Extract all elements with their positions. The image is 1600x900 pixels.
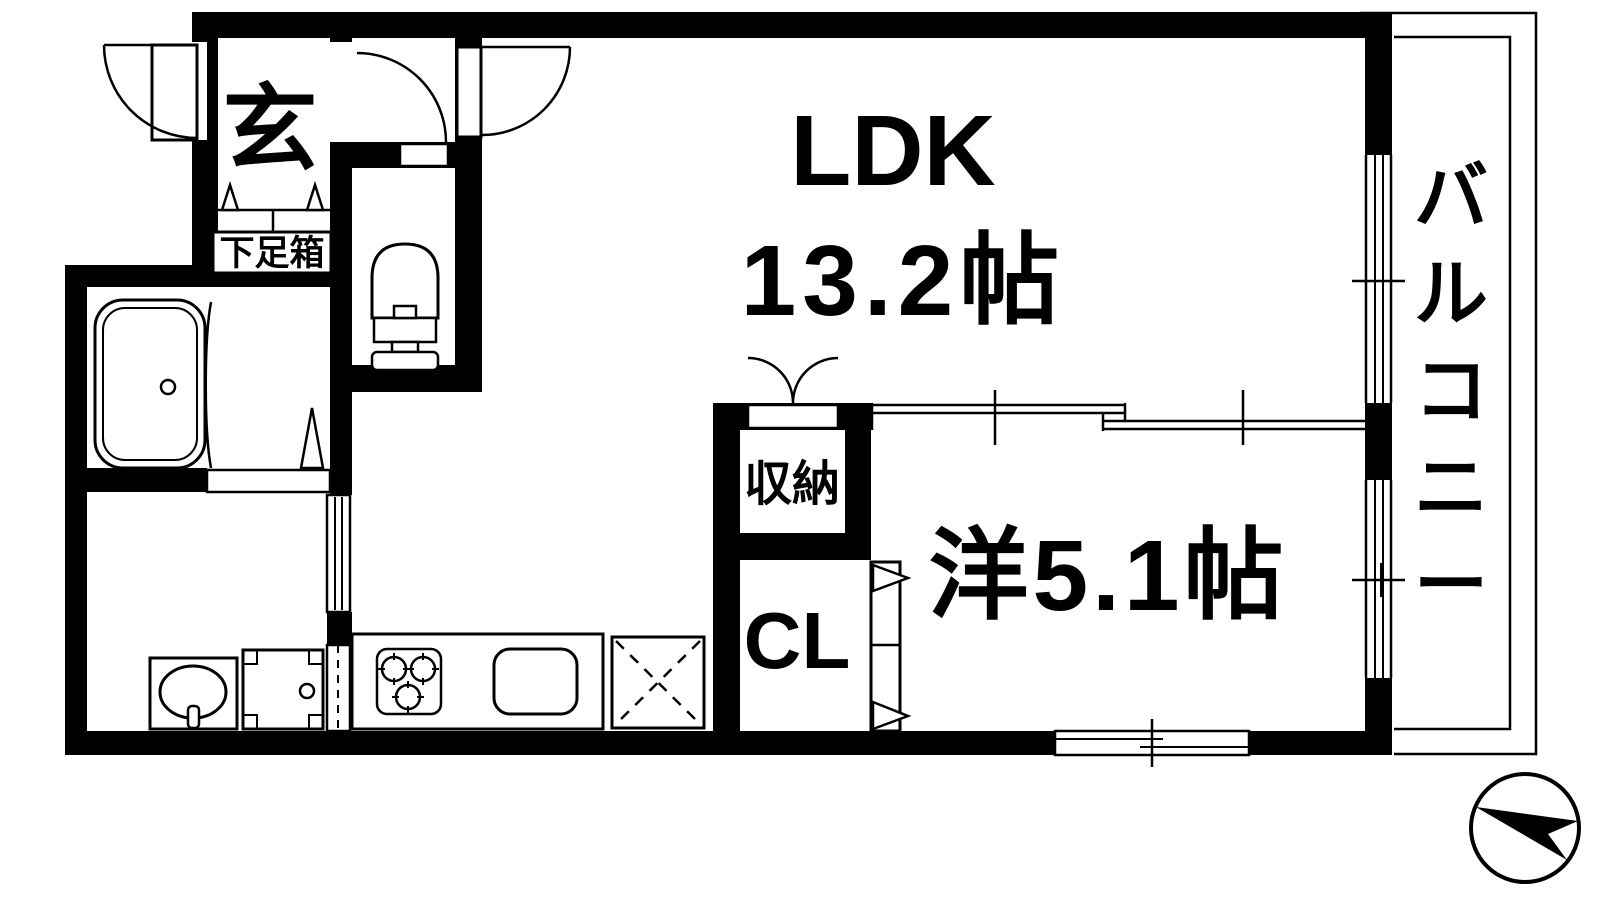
entrance-door-arc: [102, 43, 198, 140]
entrance-label: 玄: [222, 77, 317, 183]
balcony-label: バ ル コ ニ ー: [1414, 155, 1488, 626]
wall-top: [192, 12, 1392, 38]
stove: [375, 647, 443, 716]
bath-door: [205, 468, 332, 494]
hall-door-arc: [356, 51, 448, 143]
bathtub: [93, 298, 325, 470]
windows: [1053, 155, 1405, 767]
stove-burners: [378, 653, 439, 713]
doors: [102, 43, 1365, 733]
ldk-label: LDK: [790, 95, 996, 207]
wall-bath-bottom: [65, 468, 207, 492]
labels: 玄 下足箱 LDK 13.2帖 収納 CL 洋5.1帖 バ ル コ ニ ー: [219, 77, 1488, 685]
wall-right-mid: [1365, 403, 1392, 480]
ldk-door-leaf: [455, 45, 483, 139]
storage-label: 収納: [744, 458, 840, 511]
toilet-door: [398, 142, 450, 168]
wall-left: [65, 265, 87, 755]
step-triangle: [220, 180, 240, 212]
bath-fold-line: [204, 301, 213, 469]
sliding-partition: [325, 643, 352, 733]
balcony-outer-rail: [1360, 11, 1538, 756]
washroom-door: [325, 493, 352, 614]
hall-door-gap: [330, 42, 352, 142]
ldk-window: [1352, 155, 1405, 403]
storage-double-door-arcs: [747, 356, 839, 404]
western-room-label: 洋5.1帖: [928, 520, 1287, 632]
north-arrow: [1469, 772, 1581, 884]
wall-bottom-left: [65, 731, 1055, 755]
fixtures: [93, 242, 1581, 884]
bottom-window: [1053, 719, 1251, 767]
kitchen-sink: [492, 647, 579, 716]
wall-partition-block: [327, 612, 352, 645]
balcony-char: ル: [1414, 252, 1488, 335]
washbasin: [148, 656, 239, 731]
storage-door-frame: [746, 403, 840, 430]
ldk-western-sliding-door: [870, 390, 1365, 445]
balcony-char: ニ: [1414, 446, 1488, 529]
wall-right-upper: [1365, 38, 1392, 155]
entrance-door-leaf: [150, 43, 199, 142]
wall-storage-closet-divider: [713, 533, 871, 560]
wall-storage-right: [845, 403, 871, 560]
closet-label: CL: [744, 596, 851, 685]
ldk-door-arc: [481, 45, 572, 137]
wall-bottom-right: [1249, 731, 1392, 755]
ldk-size-label: 13.2帖: [741, 225, 1066, 337]
balcony-outline: [1360, 11, 1538, 756]
step-triangle: [305, 180, 325, 212]
refrigerator-space: [610, 635, 706, 730]
balcony-char: ー: [1414, 543, 1488, 626]
balcony-char: バ: [1414, 155, 1488, 238]
closet-door-arrow-bottom: [871, 700, 912, 731]
shoe-cabinet-box: [211, 230, 333, 275]
closet-door-arrow-top: [871, 563, 912, 593]
wall-toilet-bottom: [350, 365, 482, 392]
balcony-inner-rail: [1394, 35, 1512, 731]
entrance-step: [211, 180, 333, 275]
balcony-char: コ: [1414, 349, 1488, 432]
kitchen-counter: [350, 632, 605, 731]
bath-door-triangle: [299, 407, 325, 470]
bedroom-window: [1352, 480, 1405, 678]
wall-closet-left: [713, 403, 740, 731]
shoe-cabinet-label: 下足箱: [219, 234, 324, 273]
toilet: [370, 242, 440, 372]
washing-machine-pan: [241, 648, 325, 731]
